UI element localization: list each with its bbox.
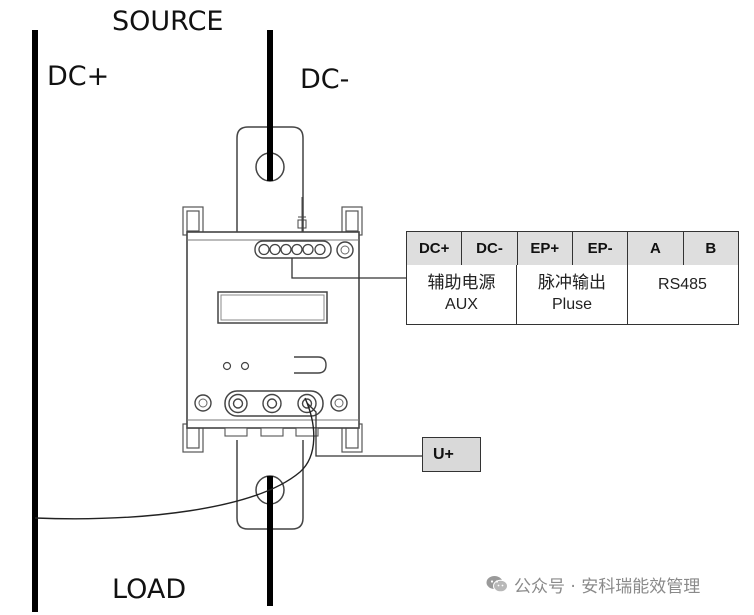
cable-entries (224, 427, 319, 437)
group-aux-cn: 辅助电源 (427, 273, 496, 293)
terminal-header-a: A (628, 232, 684, 265)
terminal-header-b: B (705, 240, 717, 257)
terminal-header-ep-plus: EP+ (518, 232, 573, 265)
terminal-group-row: 辅助电源 AUX 脉冲输出 Pluse RS485 (407, 265, 738, 324)
group-aux-en: AUX (445, 296, 478, 313)
terminal-header-ep-minus: EP- (573, 232, 629, 265)
wechat-icon (486, 576, 508, 593)
bottom-terminal-screws (228, 393, 317, 414)
source-label: SOURCE (112, 6, 224, 37)
button-key (294, 356, 327, 374)
dc-plus-label: DC+ (47, 61, 110, 92)
terminal-header-dc-plus: DC+ (407, 232, 463, 265)
terminal-header-dc-minus: DC- (462, 232, 518, 265)
load-label: LOAD (112, 574, 187, 605)
terminal-leader-line (291, 258, 406, 279)
group-rs485-label: RS485 (658, 276, 707, 293)
sense-wire-marker (297, 197, 307, 232)
watermark-text: 公众号 · 安科瑞能效管理 (514, 576, 701, 597)
group-pulse: 脉冲输出 Pluse (517, 265, 628, 324)
indicator-led-2 (240, 361, 250, 371)
dc-minus-label: DC- (300, 64, 350, 95)
voltage-tap-label: U+ (422, 437, 481, 472)
terminal-header-row: DC+ DC- EP+ EP- A B (407, 232, 738, 265)
group-pulse-cn: 脉冲输出 (538, 273, 606, 293)
top-terminal-screws (258, 243, 326, 256)
indicator-led-1 (222, 361, 232, 371)
din-rail-clips (182, 206, 363, 453)
voltage-tap-wire (34, 397, 315, 520)
watermark: 公众号 · 安科瑞能效管理 (486, 571, 700, 597)
group-pulse-en: Pluse (551, 296, 593, 313)
u-plus-wire (306, 402, 422, 457)
lcd-display (217, 291, 328, 324)
group-rs485: RS485 (628, 265, 737, 324)
group-aux: 辅助电源 AUX (407, 265, 517, 324)
terminal-definition-table: DC+ DC- EP+ EP- A B 辅助电源 AUX 脉冲输出 Pluse … (406, 231, 739, 325)
